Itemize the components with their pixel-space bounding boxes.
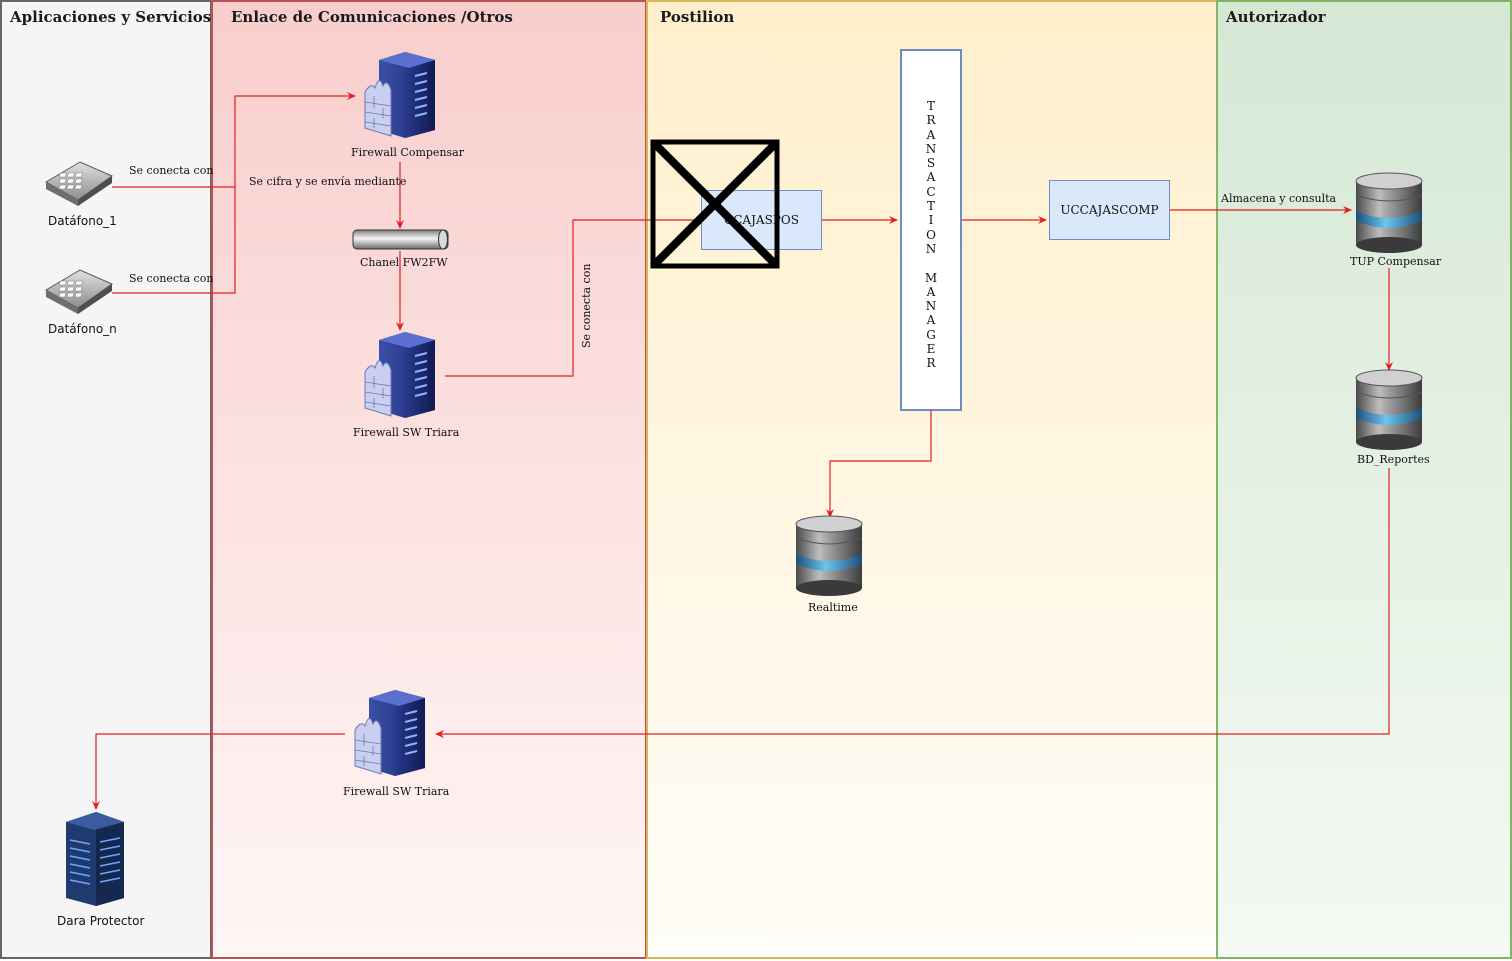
- edge-label-cifra: Se cifra y se envía mediante: [249, 175, 407, 188]
- transaction-manager-letter: M: [924, 270, 938, 285]
- pipe-icon[interactable]: [352, 229, 449, 250]
- firewall-icon[interactable]: [354, 690, 425, 776]
- transaction-manager-letter: A: [926, 170, 936, 185]
- transaction-manager-letter: O: [926, 227, 936, 242]
- transaction-manager-letter: E: [926, 342, 936, 357]
- transaction-manager-letter: T: [926, 99, 935, 113]
- lane-autorizador: Autorizador: [1216, 0, 1512, 959]
- edge-tm-realtime: [826, 411, 932, 518]
- edge-label-almacena: Almacena y consulta: [1221, 192, 1337, 205]
- database-icon[interactable]: [795, 515, 863, 596]
- firewall-triara-top-label: Firewall SW Triara: [353, 426, 460, 439]
- edge-bdreportes-triara: [435, 468, 1390, 738]
- firewall-icon[interactable]: [364, 52, 435, 138]
- edge-datafono1-firewall: [112, 92, 356, 188]
- lane-title-autorizador: Autorizador: [1226, 8, 1326, 26]
- transaction-manager-letter: R: [926, 113, 936, 128]
- uccajascomp-box[interactable]: UCCAJASCOMP: [1049, 180, 1170, 240]
- realtime-label: Realtime: [808, 601, 858, 614]
- database-icon[interactable]: [1355, 172, 1423, 253]
- edge-label-connect-n: Se conecta con: [129, 272, 214, 285]
- transaction-manager-letter: A: [926, 284, 936, 299]
- edge-label-vertical: Se conecta con: [580, 264, 593, 348]
- edge-triara-cajaspos: [445, 219, 700, 377]
- transaction-manager-letter: N: [925, 299, 937, 314]
- lane-title-postilion: Postilion: [660, 8, 735, 26]
- pos-terminal-icon[interactable]: [44, 269, 114, 314]
- bd-reportes-label: BD_Reportes: [1357, 453, 1430, 466]
- transaction-manager-letter: N: [925, 141, 937, 156]
- transaction-manager-letter: C: [926, 184, 936, 199]
- lane-title-aplicaciones: Aplicaciones y Servicios: [10, 8, 212, 26]
- transaction-manager-letter: G: [926, 327, 936, 342]
- lane-aplicaciones: Aplicaciones y Servicios: [0, 0, 212, 959]
- database-icon[interactable]: [1355, 369, 1423, 450]
- transaction-manager-letter: A: [926, 313, 936, 328]
- tup-compensar-label: TUP Compensar: [1350, 255, 1442, 268]
- transaction-manager-letter: R: [926, 356, 936, 371]
- transaction-manager-letter: I: [928, 213, 934, 228]
- edge-triara-dara: [92, 733, 345, 810]
- uccajascomp-label: UCCAJASCOMP: [1060, 203, 1159, 217]
- cajaspos-label: CCAJASPOS: [724, 213, 799, 227]
- datafono-1-label: Datáfono_1: [48, 214, 117, 228]
- cross-out-icon: [650, 139, 780, 269]
- transaction-manager-letter: N: [925, 241, 937, 256]
- transaction-manager-letter: A: [926, 127, 936, 142]
- transaction-manager-letter: T: [926, 199, 935, 214]
- server-icon[interactable]: [66, 812, 124, 906]
- edges: [92, 92, 1393, 810]
- lane-title-enlace: Enlace de Comunicaciones /Otros: [231, 8, 513, 26]
- firewall-compensar-label: Firewall Compensar: [351, 146, 464, 159]
- firewall-triara-bottom-label: Firewall SW Triara: [343, 785, 450, 798]
- datafono-n-label: Datáfono_n: [48, 322, 117, 336]
- chanel-label: Chanel FW2FW: [360, 256, 448, 269]
- transaction-manager-letter: S: [926, 156, 936, 171]
- pos-terminal-icon[interactable]: [44, 161, 114, 206]
- edge-datafonon-firewall: [112, 187, 236, 294]
- edge-label-connect-1: Se conecta con: [129, 164, 214, 177]
- lane-enlace: Enlace de Comunicaciones /Otros: [211, 0, 647, 959]
- firewall-icon[interactable]: [364, 332, 435, 418]
- dara-protector-label: Dara Protector: [57, 914, 145, 928]
